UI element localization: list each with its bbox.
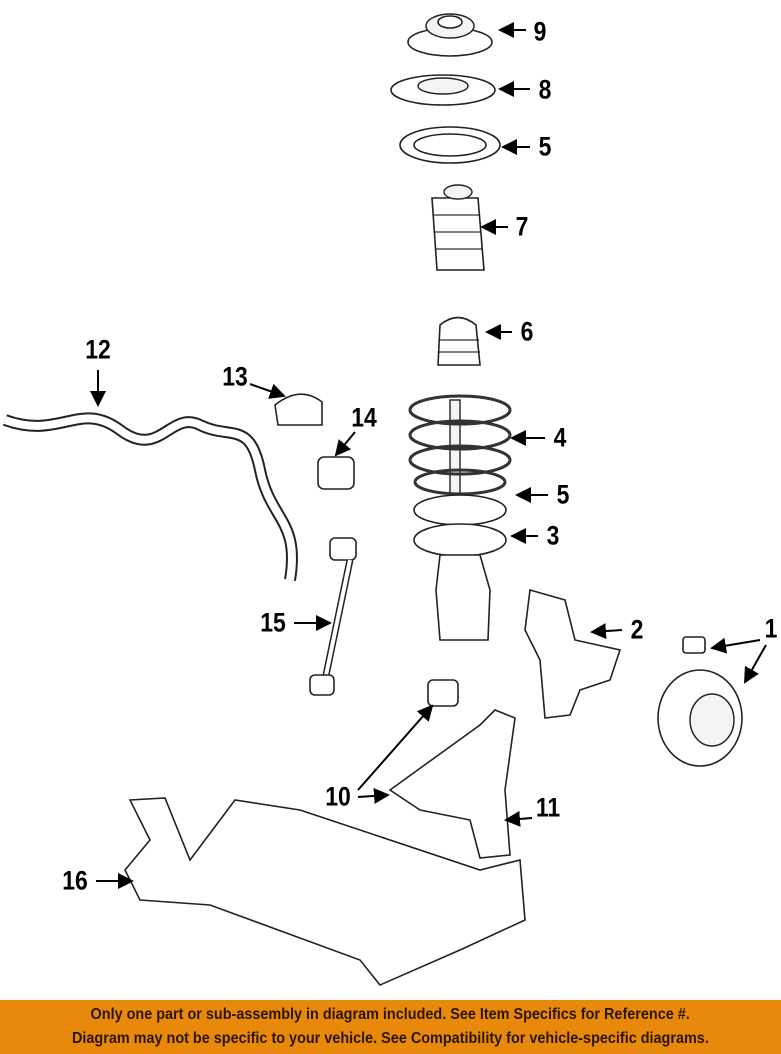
strut-mount-part <box>407 13 493 57</box>
bearing-plate-part <box>390 74 496 106</box>
callout-13: 13 <box>222 361 248 392</box>
callout-14: 14 <box>351 402 377 433</box>
callout-11: 11 <box>535 792 561 823</box>
callout-9: 9 <box>533 16 547 47</box>
bushing-bracket-part <box>274 393 323 426</box>
dust-boot-part <box>431 184 485 271</box>
callout-8: 8 <box>538 74 552 105</box>
callout-3: 3 <box>546 520 560 551</box>
callout-2: 2 <box>630 614 644 645</box>
callout-16: 16 <box>62 865 88 896</box>
callout-arrows <box>90 22 767 889</box>
callout-10: 10 <box>325 781 351 812</box>
wheel-hub-part <box>657 636 743 767</box>
steering-knuckle-part <box>524 588 622 719</box>
disclaimer-line-1: Only one part or sub-assembly in diagram… <box>90 1006 691 1023</box>
spring-seat-upper-part <box>399 126 501 164</box>
callout-5-upper: 5 <box>538 131 552 162</box>
disclaimer-line-2: Diagram may not be specific to your vehi… <box>72 1030 709 1047</box>
callout-5-lower: 5 <box>556 479 570 510</box>
spring-seat-lower-part <box>413 494 507 557</box>
control-arm-part <box>388 679 516 859</box>
callout-6: 6 <box>520 316 534 347</box>
subframe-part <box>124 797 526 986</box>
stabilizer-link-part <box>309 537 357 696</box>
bushing-part <box>317 456 355 490</box>
callout-12: 12 <box>85 334 111 365</box>
callout-1: 1 <box>764 613 778 644</box>
parts-diagram <box>2 13 767 986</box>
strut-body-part <box>435 554 491 641</box>
callout-7: 7 <box>515 211 529 242</box>
callout-4: 4 <box>553 422 567 453</box>
callout-15: 15 <box>260 607 286 638</box>
disclaimer-banner: Only one part or sub-assembly in diagram… <box>0 1000 781 1054</box>
bump-stop-part <box>437 316 481 366</box>
